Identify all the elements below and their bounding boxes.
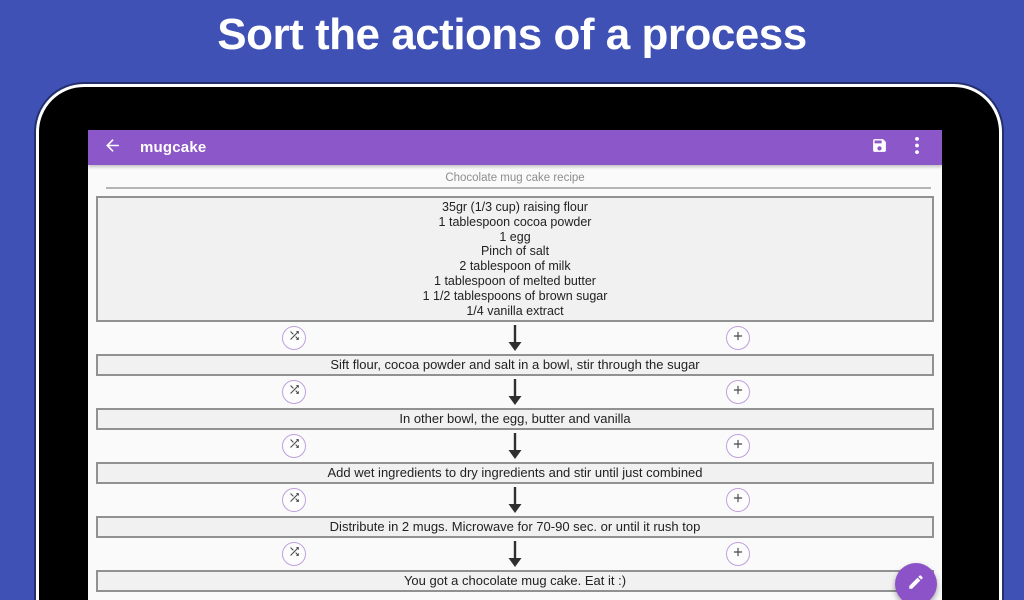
appbar: mugcake bbox=[88, 130, 942, 165]
add-step-button[interactable] bbox=[726, 434, 750, 459]
step-box[interactable]: Distribute in 2 mugs. Microwave for 70-9… bbox=[96, 516, 934, 539]
overflow-menu-button[interactable] bbox=[906, 136, 928, 159]
save-icon bbox=[871, 137, 888, 159]
step-box[interactable]: In other bowl, the egg, butter and vanil… bbox=[96, 408, 934, 431]
recipe-title-underline bbox=[106, 187, 931, 189]
step-box[interactable]: Sift flour, cocoa powder and salt in a b… bbox=[96, 354, 934, 377]
plus-icon bbox=[731, 383, 745, 402]
plus-icon bbox=[731, 329, 745, 348]
down-arrow-icon bbox=[507, 378, 523, 411]
appbar-title: mugcake bbox=[140, 139, 207, 156]
app-screen: mugcake Chocolate mug cake recipe 35gr (… bbox=[88, 130, 942, 600]
overflow-menu-icon bbox=[915, 136, 919, 159]
recipe-title-field[interactable]: Chocolate mug cake recipe bbox=[445, 172, 585, 184]
step-connector bbox=[88, 484, 942, 516]
add-step-button[interactable] bbox=[726, 380, 750, 405]
plus-icon bbox=[731, 437, 745, 456]
step-box[interactable]: Add wet ingredients to dry ingredients a… bbox=[96, 462, 934, 485]
step-box[interactable]: You got a chocolate mug cake. Eat it :) bbox=[96, 570, 934, 593]
flow-editor: Chocolate mug cake recipe 35gr (1/3 cup)… bbox=[88, 172, 942, 593]
step-connector bbox=[88, 538, 942, 570]
add-step-button[interactable] bbox=[726, 488, 750, 513]
shuffle-icon bbox=[288, 545, 301, 563]
step-connector bbox=[88, 376, 942, 408]
add-step-button[interactable] bbox=[726, 326, 750, 351]
step-connector bbox=[88, 430, 942, 462]
down-arrow-icon bbox=[507, 486, 523, 519]
pencil-icon bbox=[907, 573, 925, 596]
swap-step-button[interactable] bbox=[282, 488, 306, 513]
shuffle-icon bbox=[288, 437, 301, 455]
plus-icon bbox=[731, 491, 745, 510]
back-button[interactable] bbox=[100, 136, 124, 160]
back-arrow-icon bbox=[103, 136, 122, 160]
swap-step-button[interactable] bbox=[282, 326, 306, 351]
shuffle-icon bbox=[288, 491, 301, 509]
down-arrow-icon bbox=[507, 324, 523, 357]
swap-step-button[interactable] bbox=[282, 542, 306, 567]
add-step-button[interactable] bbox=[726, 542, 750, 567]
save-button[interactable] bbox=[868, 137, 890, 159]
plus-icon bbox=[731, 545, 745, 564]
swap-step-button[interactable] bbox=[282, 434, 306, 459]
step-box[interactable]: 35gr (1/3 cup) raising flour 1 tablespoo… bbox=[96, 196, 934, 323]
shuffle-icon bbox=[288, 329, 301, 347]
step-connector bbox=[88, 322, 942, 354]
down-arrow-icon bbox=[507, 432, 523, 465]
down-arrow-icon bbox=[507, 540, 523, 573]
hero-title: Sort the actions of a process bbox=[217, 10, 807, 59]
swap-step-button[interactable] bbox=[282, 380, 306, 405]
shuffle-icon bbox=[288, 383, 301, 401]
edit-fab-button[interactable] bbox=[895, 563, 937, 600]
